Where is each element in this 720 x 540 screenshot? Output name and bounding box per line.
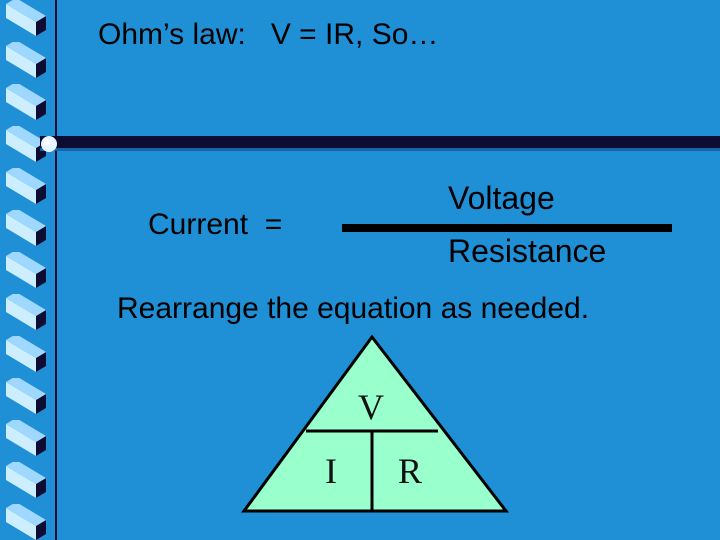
current-label: Current = bbox=[148, 208, 282, 242]
slide-title: Ohm’s law: V = IR, So… bbox=[98, 18, 438, 52]
fraction-denominator: Resistance bbox=[448, 233, 606, 270]
fraction-numerator: Voltage bbox=[448, 180, 555, 217]
triangle-voltage-label: V bbox=[358, 386, 384, 428]
title-divider bbox=[0, 128, 720, 160]
left-border-decoration bbox=[0, 0, 80, 540]
triangle-current-label: I bbox=[325, 450, 337, 492]
fraction-line bbox=[342, 224, 672, 232]
triangle-resistance-label: R bbox=[398, 450, 422, 492]
instruction-text: Rearrange the equation as needed. bbox=[117, 292, 589, 326]
